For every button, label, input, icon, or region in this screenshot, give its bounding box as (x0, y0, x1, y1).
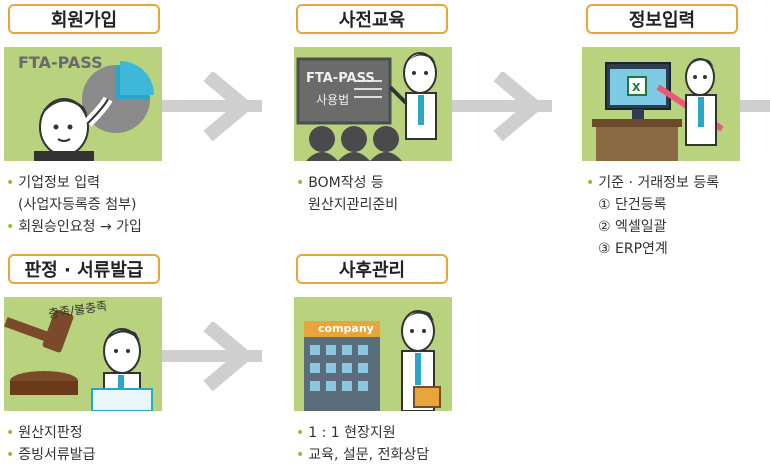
pretraining-illustration: FTA-PASS 사용법 (294, 47, 452, 161)
signup-description: •기업정보 입력 (사업자등록증 첨부) •회원승인요청 → 가입 (6, 172, 142, 238)
briefcase-icon (413, 386, 441, 408)
aftercare-illustration: company (294, 297, 452, 411)
desc-line: ③ ERP연계 (598, 241, 668, 257)
data-entry-illustration: X (582, 47, 740, 161)
data-entry-description: •기준 · 거래정보 등록 ① 단건등록 ② 엑셀일괄 ③ ERP연계 (586, 172, 719, 260)
desc-line: •BOM작성 등 (296, 175, 384, 191)
desc-line: •기업정보 입력 (6, 175, 100, 191)
judgment-illustration: 충족/불충족 (4, 297, 162, 411)
arrow-icon (162, 72, 262, 142)
pretraining-illustration-svg (296, 52, 437, 161)
arrow-icon (452, 72, 552, 142)
desc-line: (사업자등록증 첨부) (18, 197, 137, 213)
step-title-signup: 회원가입 (8, 4, 160, 34)
arrow-icon (162, 322, 262, 392)
step-title-data-entry-text: 정보입력 (628, 10, 696, 31)
step-title-data-entry: 정보입력 (586, 4, 738, 34)
step-title-aftercare-text: 사후관리 (338, 260, 406, 281)
aftercare-illustration-svg (304, 310, 441, 411)
desc-line: ① 단건등록 (598, 197, 667, 213)
step-title-signup-text: 회원가입 (50, 10, 118, 31)
desc-line: •회원승인요청 → 가입 (6, 219, 142, 235)
judgment-description: •원산지판정 •증빙서류발급 (6, 422, 96, 466)
pretraining-board-label: FTA-PASS (306, 71, 375, 86)
aftercare-description: •1 : 1 현장지원 •교육, 설문, 전화상담 (296, 422, 429, 466)
signup-panel-label: FTA-PASS (18, 53, 103, 72)
step-title-judgment: 판정 · 서류발급 (8, 254, 160, 284)
character-hair (40, 99, 88, 117)
desc-line: •원산지판정 (6, 425, 83, 441)
step-title-aftercare: 사후관리 (296, 254, 448, 284)
excel-icon (627, 76, 647, 96)
pie-slice-raised (120, 61, 154, 95)
step-title-pretraining: 사전교육 (296, 4, 448, 34)
signup-illustration: FTA-PASS (4, 47, 162, 161)
signup-illustration-svg (34, 61, 154, 161)
step-title-pretraining-text: 사전교육 (338, 10, 406, 31)
pretraining-board-sublabel: 사용법 (316, 93, 350, 107)
document-icon (91, 388, 153, 411)
desc-line: •교육, 설문, 전화상담 (296, 447, 430, 463)
aftercare-panel-label: company (318, 322, 374, 335)
desc-line: 원산지관리준비 (308, 197, 399, 213)
desc-line: ② 엑셀일괄 (598, 219, 667, 235)
desc-line: •1 : 1 현장지원 (296, 425, 396, 441)
presentation-board (296, 57, 392, 125)
data-entry-illustration-svg: X (592, 58, 724, 161)
arrow-icon (740, 100, 770, 112)
pretraining-description: •BOM작성 등 원산지관리준비 (296, 172, 398, 216)
judgment-illustration-svg (4, 309, 153, 411)
step-title-judgment-text: 판정 · 서류발급 (24, 260, 144, 281)
svg-text:X: X (632, 81, 641, 94)
desc-line: •기준 · 거래정보 등록 (586, 175, 720, 191)
desc-line: •증빙서류발급 (6, 447, 96, 463)
